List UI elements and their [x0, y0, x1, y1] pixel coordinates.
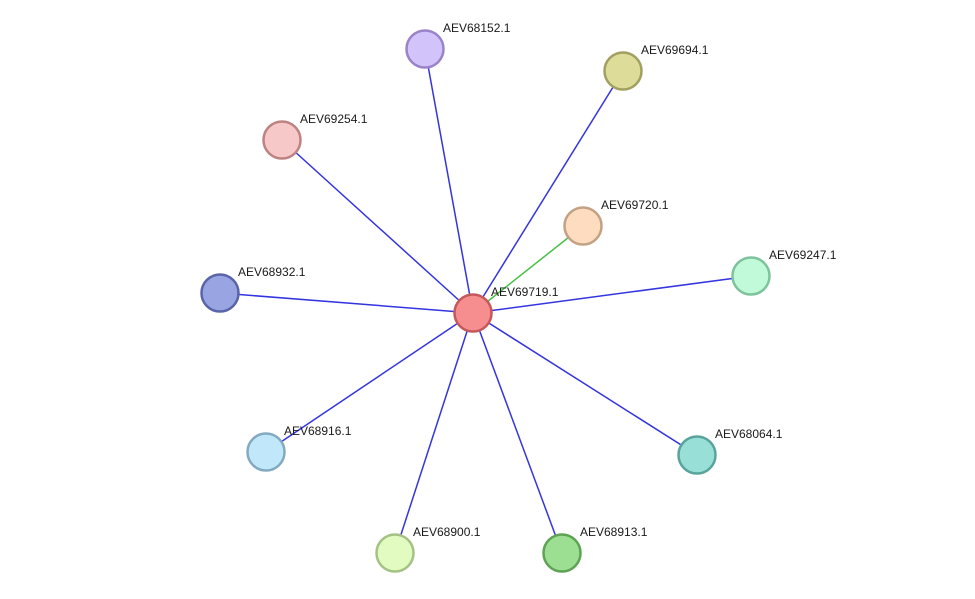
node-aev68900-1[interactable]: AEV68900.1: [375, 525, 481, 573]
node-aev68064-1[interactable]: AEV68064.1: [677, 427, 783, 475]
edge-aev69719-1-aev68932-1: [219, 292, 474, 314]
node-label: AEV68900.1: [413, 525, 481, 539]
node-label: AEV68064.1: [715, 427, 783, 441]
edge-aev69719-1-aev68916-1: [265, 312, 474, 453]
edge-aev69719-1-aev68900-1: [394, 312, 474, 554]
edge-aev69719-1-aev69720-1: [472, 225, 584, 314]
edge-aev69719-1-aev69254-1: [281, 139, 474, 314]
edges-layer: [219, 48, 752, 554]
edge-aev69719-1-aev69694-1: [472, 70, 624, 314]
node-label: AEV69719.1: [491, 285, 559, 299]
nodes-layer: AEV69719.1 AEV68152.1AEV69694.1AEV69254.1…: [200, 21, 837, 573]
node-aev68913-1[interactable]: AEV68913.1: [542, 525, 648, 573]
edge-aev69719-1-aev68152-1: [424, 48, 474, 314]
node-circle[interactable]: [200, 273, 240, 313]
node-aev68916-1[interactable]: AEV68916.1: [246, 424, 352, 472]
node-label: AEV68913.1: [580, 525, 648, 539]
node-label: AEV69254.1: [300, 112, 368, 126]
node-aev69694-1[interactable]: AEV69694.1: [603, 43, 709, 91]
node-circle[interactable]: [542, 533, 582, 573]
edge-aev69719-1-aev68913-1: [472, 312, 563, 554]
node-circle[interactable]: [262, 120, 302, 160]
node-label: AEV68152.1: [443, 21, 511, 35]
node-label: AEV68932.1: [238, 265, 306, 279]
node-circle[interactable]: [375, 533, 415, 573]
node-circle[interactable]: [603, 51, 643, 91]
edge-aev69719-1-aev69247-1: [472, 275, 752, 314]
node-label: AEV69720.1: [601, 198, 669, 212]
node-circle[interactable]: [405, 29, 445, 69]
node-aev68932-1[interactable]: AEV68932.1: [200, 265, 306, 313]
node-aev69720-1[interactable]: AEV69720.1: [563, 198, 669, 246]
node-aev69254-1[interactable]: AEV69254.1: [262, 112, 368, 160]
node-aev68152-1[interactable]: AEV68152.1: [405, 21, 511, 69]
edge-aev69719-1-aev68064-1: [472, 312, 698, 456]
node-circle[interactable]: [677, 435, 717, 475]
node-aev69719-1[interactable]: AEV69719.1: [453, 285, 559, 333]
node-label: AEV68916.1: [284, 424, 352, 438]
node-label: AEV69247.1: [769, 248, 837, 262]
node-circle[interactable]: [563, 206, 603, 246]
node-circle[interactable]: [731, 256, 771, 296]
node-label: AEV69694.1: [641, 43, 709, 57]
node-aev69247-1[interactable]: AEV69247.1: [731, 248, 837, 296]
node-circle[interactable]: [246, 432, 286, 472]
node-circle[interactable]: [453, 293, 493, 333]
